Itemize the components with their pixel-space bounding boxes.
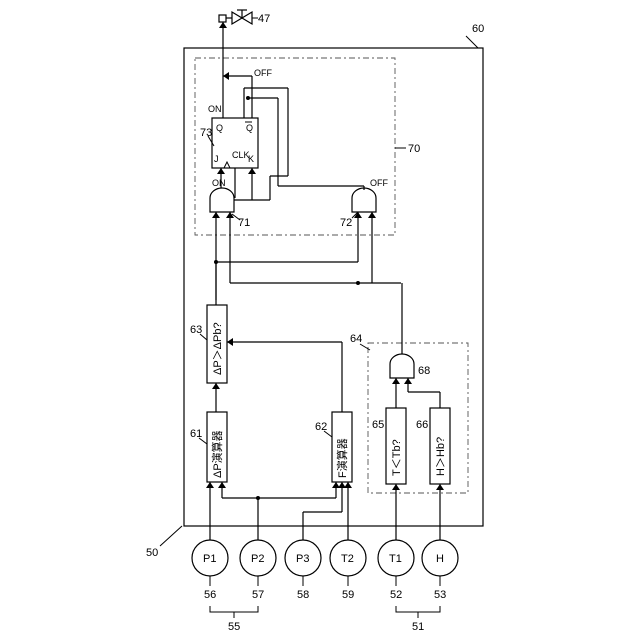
svg-text:ON: ON bbox=[208, 104, 222, 114]
svg-text:ΔP＞ΔPb?: ΔP＞ΔPb? bbox=[212, 322, 224, 375]
valve-icon bbox=[219, 10, 252, 24]
sensor-p2: P2 57 bbox=[240, 540, 276, 601]
svg-text:T＜Tb?: T＜Tb? bbox=[391, 439, 403, 476]
controller-ref: 60 bbox=[472, 23, 484, 35]
valve-ref: 47 bbox=[258, 13, 270, 25]
svg-text:59: 59 bbox=[342, 589, 354, 601]
gate-68-ref: 68 bbox=[418, 365, 430, 377]
env-group-bracket bbox=[396, 606, 440, 612]
env-group-ref: 51 bbox=[412, 621, 424, 633]
svg-text:58: 58 bbox=[297, 589, 309, 601]
and-gate-72 bbox=[352, 188, 376, 212]
condition-box-ref: 64 bbox=[350, 333, 362, 345]
svg-text:P2: P2 bbox=[251, 553, 264, 565]
gate-71-ref: 71 bbox=[238, 217, 250, 229]
svg-text:T2: T2 bbox=[341, 553, 354, 565]
dp-calc-ref: 61 bbox=[190, 428, 202, 440]
svg-text:J: J bbox=[214, 154, 219, 164]
svg-text:ΔP演算器: ΔP演算器 bbox=[210, 430, 224, 478]
pressure-group-bracket bbox=[210, 606, 258, 612]
svg-text:Q: Q bbox=[246, 123, 253, 133]
svg-text:57: 57 bbox=[252, 589, 264, 601]
svg-text:CLK: CLK bbox=[232, 150, 250, 160]
flipflop-ref: 73 bbox=[200, 127, 212, 139]
svg-text:OFF: OFF bbox=[254, 68, 272, 78]
svg-text:T1: T1 bbox=[389, 553, 402, 565]
svg-text:H: H bbox=[436, 553, 444, 565]
and-gate-71 bbox=[210, 188, 234, 212]
logic-box-ref: 70 bbox=[408, 143, 420, 155]
sensor-t2: T2 59 bbox=[330, 540, 366, 601]
and-gate-68 bbox=[390, 354, 414, 378]
unit-ref: 50 bbox=[146, 547, 158, 559]
gate-72-ref: 72 bbox=[340, 217, 352, 229]
svg-text:52: 52 bbox=[390, 589, 402, 601]
svg-text:OFF: OFF bbox=[370, 178, 388, 188]
svg-text:P3: P3 bbox=[296, 553, 309, 565]
svg-text:H＞Hb?: H＞Hb? bbox=[435, 437, 447, 476]
sensor-p1: P1 56 bbox=[192, 540, 228, 601]
sensor-t1: T1 52 bbox=[378, 540, 414, 601]
svg-text:56: 56 bbox=[204, 589, 216, 601]
f-calc-ref: 62 bbox=[315, 421, 327, 433]
t-cmp-ref: 65 bbox=[372, 419, 384, 431]
h-cmp-ref: 66 bbox=[416, 419, 428, 431]
svg-text:P1: P1 bbox=[203, 553, 216, 565]
svg-text:F演算器: F演算器 bbox=[335, 438, 349, 478]
pressure-group-ref: 55 bbox=[228, 621, 240, 633]
sensor-p3: P3 58 bbox=[285, 540, 321, 601]
svg-text:Q: Q bbox=[216, 123, 223, 133]
svg-text:K: K bbox=[248, 154, 254, 164]
svg-text:ON: ON bbox=[212, 178, 226, 188]
sensor-h: H 53 bbox=[422, 540, 458, 601]
svg-text:53: 53 bbox=[434, 589, 446, 601]
